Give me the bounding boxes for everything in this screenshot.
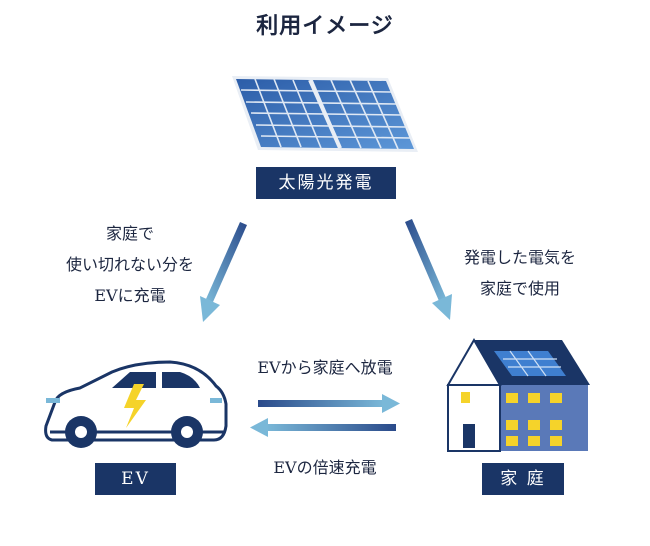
arrow-solar-to-home [405,219,452,320]
note-left-line-2: 使い切れない分を [65,255,194,274]
note-left-line-1: 家庭で [105,224,154,243]
note-right-line-2: 家庭で使用 [479,279,560,298]
home-label: 家 庭 [482,463,564,495]
arrow-ev-to-home [258,394,400,413]
note-discharge: EVから家庭へ放電 [257,358,393,377]
ev-car-icon [44,360,228,448]
note-right: 発電した電気を 家庭で使用 [420,242,620,304]
arrow-home-to-ev [250,418,396,437]
note-right-line-1: 発電した電気を [463,248,576,267]
solar-label: 太陽光発電 [256,167,396,199]
solar-panel-icon [232,76,418,152]
house-icon [446,338,590,452]
note-fast-charge: EVの倍速充電 [273,458,377,477]
page-title: 利用イメージ [256,14,394,39]
arrow-solar-to-ev [200,222,247,322]
note-left: 家庭で 使い切れない分を EVに充電 [30,218,230,311]
ev-label: EV [95,463,176,495]
note-left-line-3: EVに充電 [94,286,166,305]
